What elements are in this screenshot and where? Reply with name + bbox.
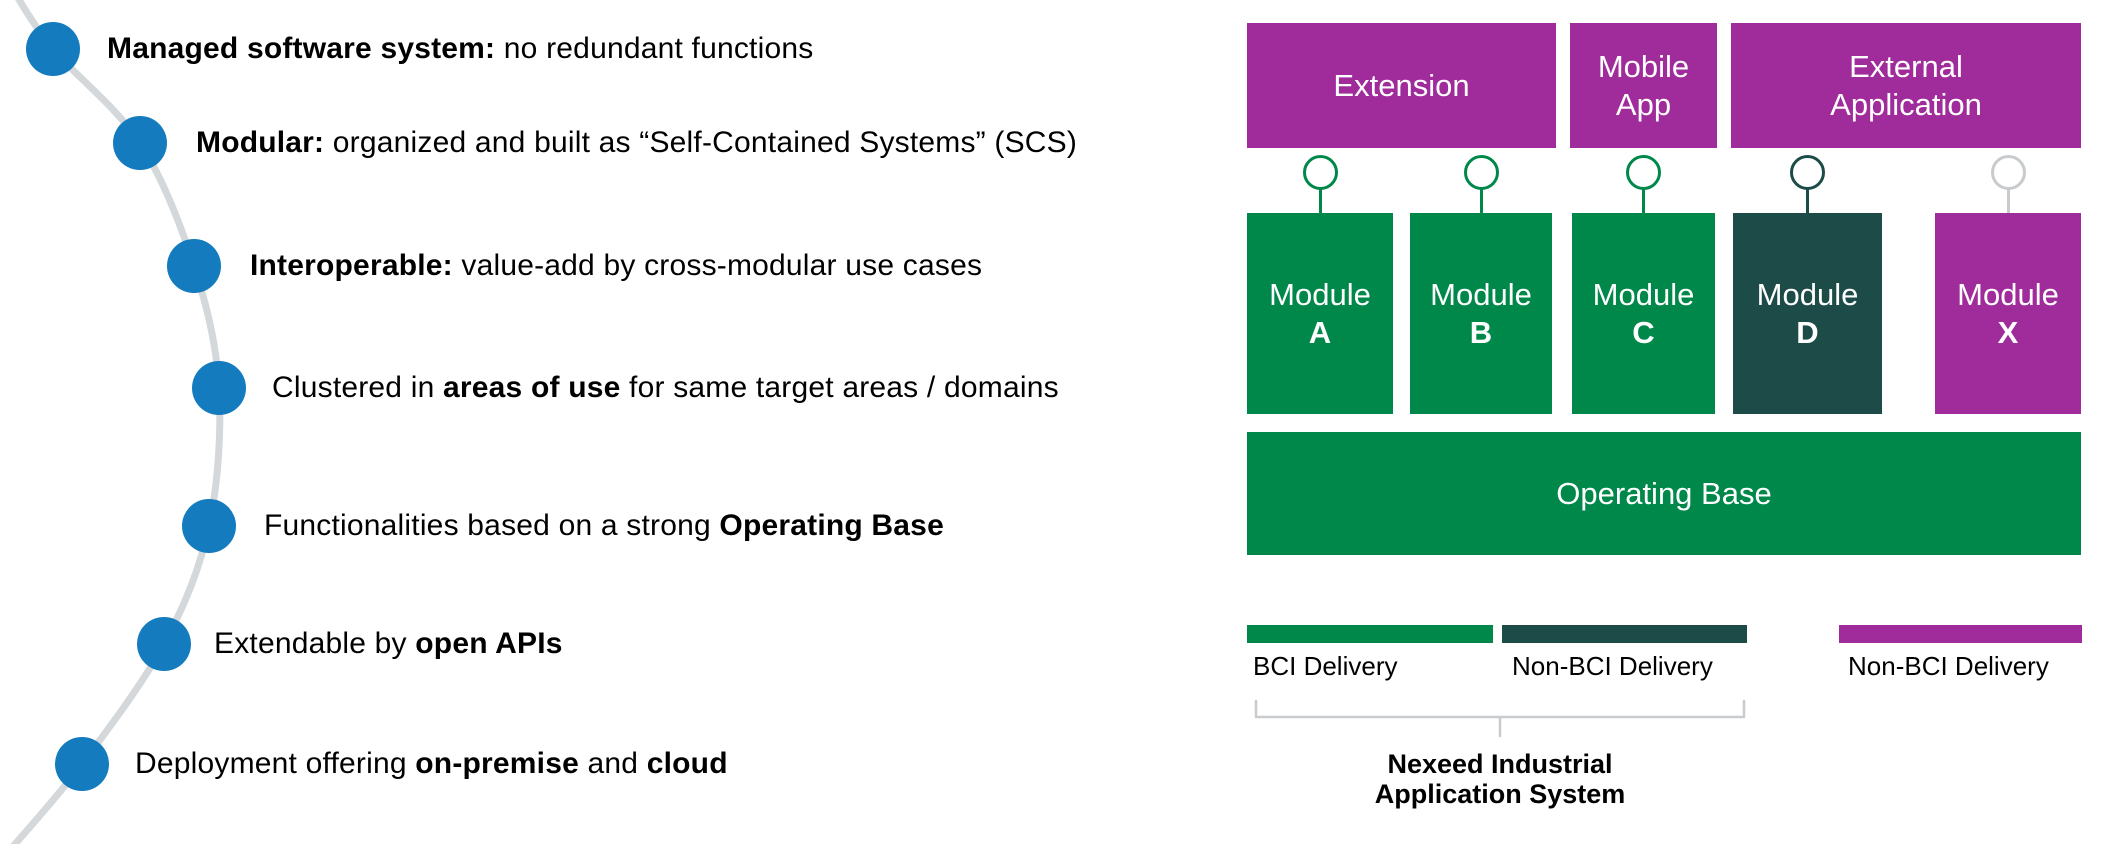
- connector-stem-module-x: [2006, 189, 2010, 213]
- connector-stem-module-a: [1318, 189, 1322, 213]
- legend-bar-non-bci-delivery-external: [1839, 625, 2082, 643]
- module-b-box: Module B: [1410, 213, 1552, 414]
- connector-stem-module-d: [1806, 189, 1809, 213]
- external-application-label-line1: External: [1849, 48, 1963, 84]
- module-c-letter: C: [1632, 314, 1655, 350]
- connector-circle-module-c: [1626, 155, 1661, 190]
- bullet-text: Functionalities based on a strong: [264, 509, 720, 542]
- connector-circle-module-a: [1302, 155, 1338, 190]
- bullet-text: value-add by cross-modular use cases: [452, 249, 983, 282]
- external-application-box: External Application: [1731, 23, 2081, 148]
- connector-stem-module-b: [1479, 189, 1483, 213]
- bullet-dot: [137, 617, 191, 671]
- extension-box: Extension: [1247, 23, 1556, 148]
- bullet-item-interoperable: Interoperable: value-add by cross-modula…: [250, 249, 982, 283]
- legend-label-non-bci-delivery: Non-BCI Delivery: [1512, 651, 1713, 681]
- bullet-text: for same target areas / domains: [620, 371, 1059, 404]
- bullet-text: Deployment offering: [135, 747, 416, 780]
- scope-bracket: [1254, 699, 1746, 738]
- bullet-text: no redundant functions: [495, 32, 814, 65]
- legend-bar-non-bci-delivery: [1502, 625, 1747, 643]
- bullet-item-modular: Modular: organized and built as “Self-Co…: [196, 126, 1077, 160]
- bullet-item-extendable: Extendable by open APIs: [214, 627, 563, 661]
- bracket-shape: [1254, 699, 1746, 738]
- module-c-word: Module: [1592, 276, 1695, 312]
- connector-circle-module-d: [1790, 155, 1825, 190]
- bullet-dot: [26, 22, 80, 76]
- module-b-word: Module: [1430, 276, 1532, 312]
- bullet-bold-text: Modular:: [196, 126, 325, 159]
- bullet-dot: [182, 499, 236, 553]
- extension-label: Extension: [1333, 67, 1470, 103]
- legend-label-bci-delivery: BCI Delivery: [1253, 651, 1398, 681]
- legend-bar-bci-delivery: [1247, 625, 1493, 643]
- connector-circle-module-b: [1463, 155, 1499, 190]
- module-b-letter: B: [1469, 314, 1493, 350]
- mobile-app-box: Mobile App: [1570, 23, 1717, 148]
- bullet-dot: [167, 239, 221, 293]
- module-d-box: Module D: [1733, 213, 1882, 414]
- bullet-text: organized and built as “Self-Contained S…: [324, 126, 1078, 159]
- bullet-dot: [192, 361, 246, 415]
- operating-base-box: Operating Base: [1247, 432, 2081, 555]
- operating-base-label: Operating Base: [1556, 475, 1772, 511]
- module-a-letter: A: [1308, 314, 1332, 350]
- bullet-text: Clustered in: [272, 371, 444, 404]
- nexeed-caption: Nexeed Industrial Application System: [1300, 749, 1700, 809]
- bullet-bold-text: cloud: [646, 747, 728, 780]
- module-a-word: Module: [1269, 276, 1371, 312]
- module-x-word: Module: [1957, 276, 2059, 312]
- bullet-item-deployment: Deployment offering on-premise and cloud: [135, 747, 728, 781]
- bullet-text: and: [579, 747, 647, 780]
- bullet-item-functionalities: Functionalities based on a strong Operat…: [264, 509, 944, 543]
- bullet-item-managed-software-system: Managed software system: no redundant fu…: [107, 32, 813, 66]
- bullet-dot: [55, 737, 109, 791]
- nexeed-caption-line1: Nexeed Industrial: [1387, 749, 1613, 779]
- nexeed-caption-line2: Application System: [1374, 779, 1626, 809]
- bullet-bold-text: Operating Base: [719, 509, 944, 542]
- timeline-arc: [10, 0, 246, 844]
- legend-label-non-bci-delivery-external: Non-BCI Delivery: [1848, 651, 2049, 681]
- bullet-bold-text: on-premise: [415, 747, 579, 780]
- connector-stem-module-c: [1642, 189, 1645, 213]
- module-c-box: Module C: [1572, 213, 1715, 414]
- bullet-item-clustered: Clustered in areas of use for same targe…: [272, 371, 1059, 405]
- bullet-bold-text: open APIs: [415, 627, 563, 660]
- mobile-app-label-line1: Mobile: [1597, 48, 1690, 84]
- arc-curve: [10, 0, 224, 844]
- connector-circle-module-x: [1990, 155, 2026, 190]
- mobile-app-label-line2: App: [1615, 86, 1672, 122]
- module-x-box: Module X: [1935, 213, 2081, 414]
- module-d-letter: D: [1796, 314, 1819, 350]
- bullet-text: Extendable by: [214, 627, 416, 660]
- module-x-letter: X: [1997, 314, 2019, 350]
- external-application-label-line2: Application: [1830, 86, 1982, 122]
- bullet-bold-text: Interoperable:: [250, 249, 453, 282]
- bullet-dot: [113, 116, 167, 170]
- module-a-box: Module A: [1247, 213, 1393, 414]
- module-d-word: Module: [1756, 276, 1859, 312]
- bullet-bold-text: Managed software system:: [107, 32, 496, 65]
- bullet-bold-text: areas of use: [443, 371, 621, 404]
